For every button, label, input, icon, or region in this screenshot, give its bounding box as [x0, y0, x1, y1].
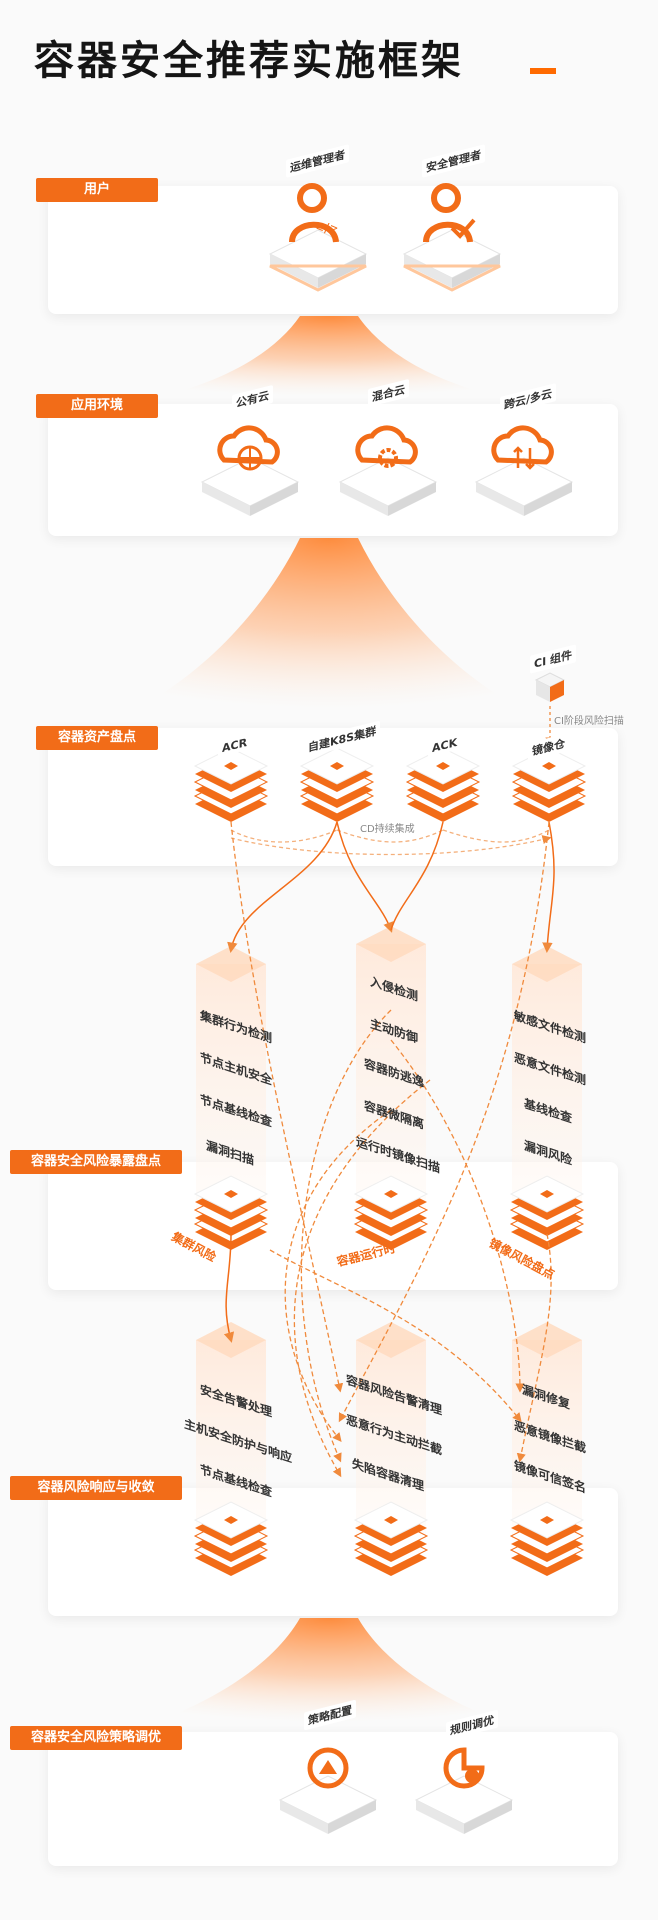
ci-component-icon: [534, 672, 566, 702]
stack-response-1: [193, 1501, 269, 1576]
layer-tag-users: 用户: [36, 178, 158, 202]
rule-tuning-icon: [414, 1747, 514, 1834]
page-title: 容器安全推荐实施框架: [34, 38, 464, 84]
svg-text:</>: </>: [316, 221, 338, 235]
security-admin-icon: [402, 183, 502, 292]
funnel-users-env: [110, 316, 548, 405]
ops-admin-icon: </>: [268, 183, 368, 292]
exposure-pillar-2: [356, 926, 426, 1214]
stack-exposure-3: [509, 1175, 585, 1250]
stack-k8s: [299, 747, 375, 822]
stack-response-2: [353, 1501, 429, 1576]
layer-tag-response: 容器风险响应与收敛: [10, 1476, 182, 1500]
stack-response-3: [509, 1501, 585, 1576]
layer-tag-strategy: 容器安全风险策略调优: [10, 1726, 182, 1750]
ci-scan-label: CI阶段风险扫描: [554, 716, 624, 727]
title-accent-dash: [530, 68, 556, 74]
cd-flow-label: CD持续集成: [360, 824, 415, 835]
exposure-to-response-flows: [230, 821, 552, 1478]
layer-tag-environment: 应用环境: [36, 394, 158, 418]
stack-ack: [405, 747, 481, 822]
exposure-pillar-1: [196, 946, 266, 1214]
funnel-response-strategy: [120, 1618, 538, 1734]
asset-to-exposure-flows: [223, 821, 555, 1343]
stack-exposure-1: [193, 1175, 269, 1250]
hybrid-cloud-icon: [338, 425, 438, 516]
funnel-env-assets: [90, 538, 568, 728]
cd-flow-lines: [230, 829, 552, 856]
stack-exposure-2: [353, 1175, 429, 1250]
stack-registry: [511, 747, 587, 822]
multi-cloud-icon: [474, 425, 574, 516]
public-cloud-icon: [200, 425, 300, 516]
layer-tag-assets: 容器资产盘点: [36, 726, 158, 750]
layer-tag-exposure: 容器安全风险暴露盘点: [10, 1150, 182, 1174]
policy-config-icon: [278, 1747, 378, 1834]
exposure-pillar-3: [512, 946, 582, 1214]
stack-acr: [193, 747, 269, 822]
